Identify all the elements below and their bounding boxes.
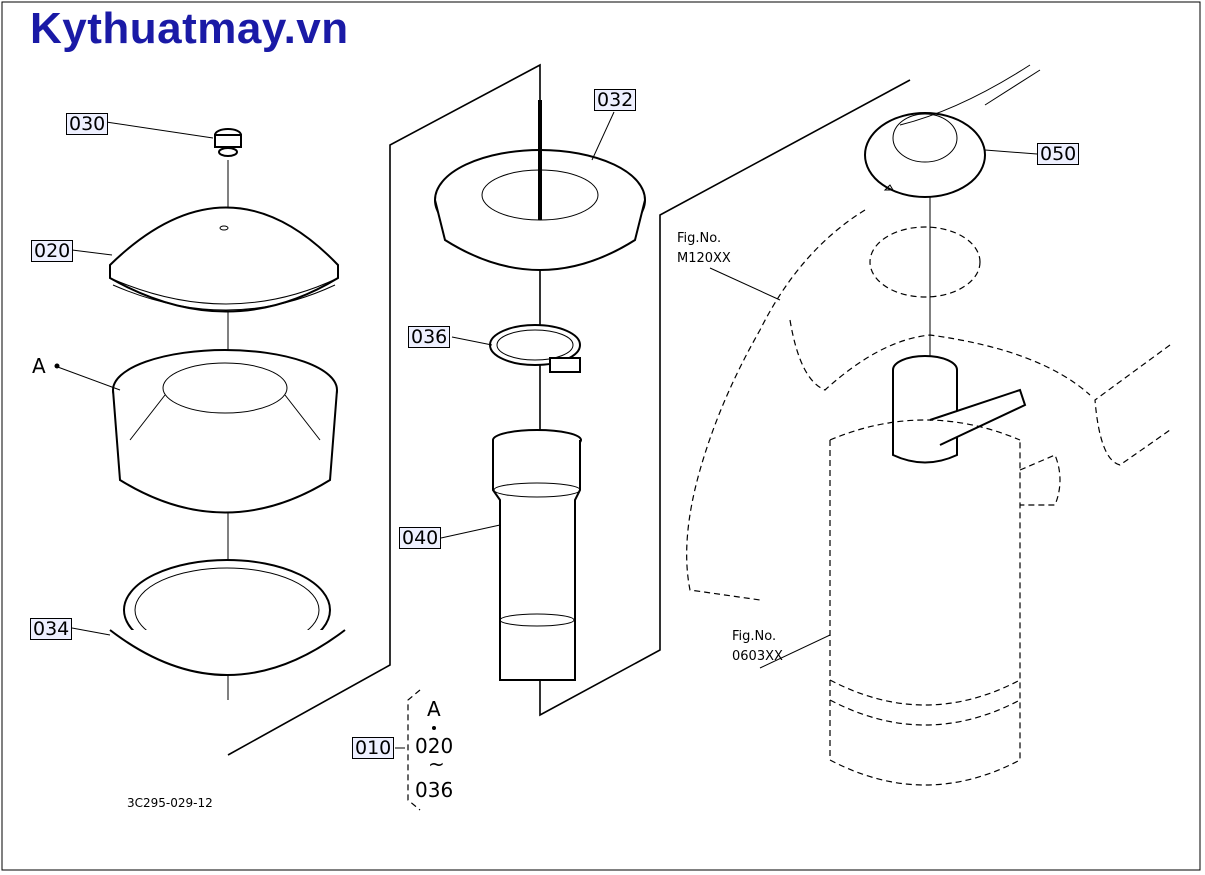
part-034-gasket <box>109 559 346 676</box>
part-040-tube <box>492 429 582 681</box>
callout-036: 036 <box>408 326 451 348</box>
group-010-a: A <box>427 697 441 721</box>
drawing-code: 3C295-029-12 <box>127 796 213 810</box>
leader-lines <box>54 111 1038 811</box>
callout-030: 030 <box>66 113 109 135</box>
part-050-ring <box>864 112 986 198</box>
part-020-cover <box>109 206 339 313</box>
group-010-from: 020 <box>415 734 454 758</box>
fig-ref-label: Fig.No. <box>677 231 722 246</box>
reference-assembly <box>686 64 1171 786</box>
fig-ref-0603xx: Fig.No. 0603XX <box>732 627 783 667</box>
part-032-filter <box>434 100 646 271</box>
part-a-funnel <box>112 349 338 514</box>
callout-010: 010 <box>352 737 395 759</box>
callout-020: 020 <box>31 240 74 262</box>
fig-ref-label: Fig.No. <box>732 629 777 644</box>
fig-ref-number: 0603XX <box>732 649 783 664</box>
site-watermark: Kythuatmay.vn <box>30 4 349 53</box>
group-010-to: 036 <box>415 778 454 802</box>
callout-040: 040 <box>399 527 442 549</box>
fig-ref-m120xx: Fig.No. M120XX <box>677 229 731 269</box>
group-010-tilde: ~ <box>428 752 445 776</box>
label-a: A <box>32 354 46 378</box>
part-036-clamp <box>489 324 581 373</box>
fig-ref-number: M120XX <box>677 251 731 266</box>
callout-034: 034 <box>30 618 73 640</box>
part-030-cap <box>214 128 242 157</box>
callout-032: 032 <box>594 89 637 111</box>
callout-050: 050 <box>1037 143 1080 165</box>
